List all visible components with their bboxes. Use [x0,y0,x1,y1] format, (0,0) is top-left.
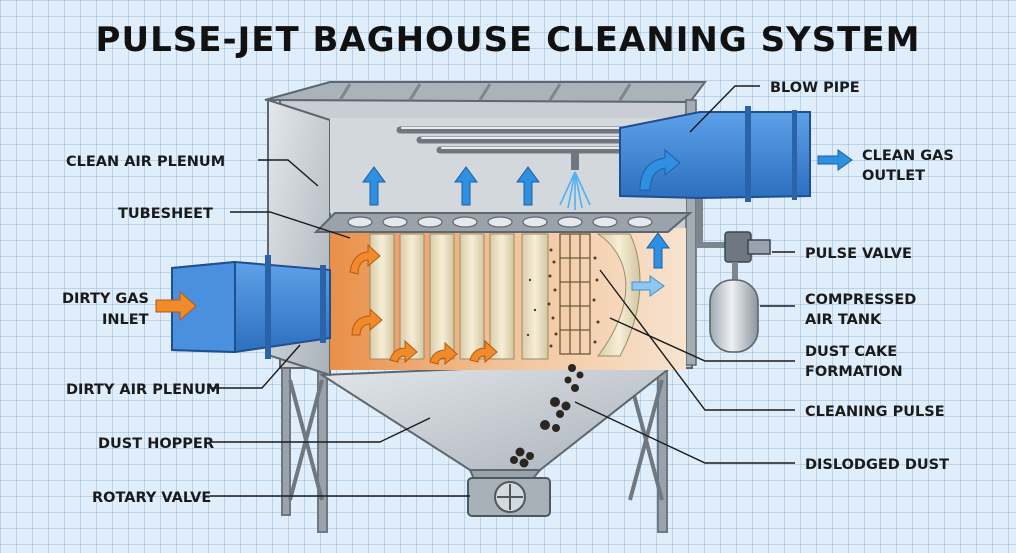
rotary-valve [468,478,550,516]
label-dust-cake-formation-line2: FORMATION [805,364,903,380]
label-dirty-gas-inlet-line2: INLET [102,312,149,328]
blow-nozzle [571,152,579,170]
label-dust-cake-formation-line1: DUST CAKE [805,344,897,360]
label-compressed-air-tank-line2: AIR TANK [805,312,882,328]
compressed-air-tank [710,280,758,352]
tubesheet [316,213,690,232]
label-compressed-air-tank-line1: COMPRESSED [805,292,916,308]
label-dust-hopper: DUST HOPPER [98,436,214,452]
label-blow-pipe: BLOW PIPE [770,80,860,96]
label-rotary-valve: ROTARY VALVE [92,490,211,506]
label-tubesheet: TUBESHEET [118,206,213,222]
label-dislodged-dust: DISLODGED DUST [805,457,949,473]
label-pulse-valve: PULSE VALVE [805,246,912,262]
pulse-valve [725,232,770,262]
dust-hopper [322,360,680,488]
label-clean-air-plenum: CLEAN AIR PLENUM [66,154,225,170]
label-dirty-air-plenum: DIRTY AIR PLENUM [66,382,220,398]
label-cleaning-pulse: CLEANING PULSE [805,404,945,420]
label-clean-gas-outlet-line1: CLEAN GAS [862,148,954,164]
label-dirty-gas-inlet-line1: DIRTY GAS [62,291,149,307]
label-clean-gas-outlet-line2: OUTLET [862,168,925,184]
